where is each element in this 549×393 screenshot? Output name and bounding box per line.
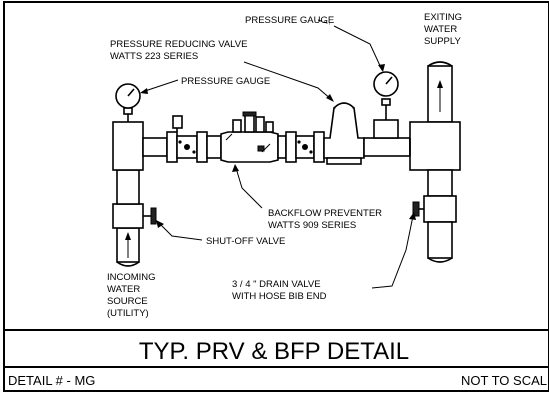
label-exiting-1: EXITING: [424, 12, 462, 23]
label-prv-1: PRESSURE REDUCING VALVE: [110, 39, 247, 50]
label-pressure-gauge-top: PRESSURE GAUGE: [245, 15, 334, 26]
label-drain-2: WITH HOSE BIB END: [232, 291, 327, 302]
label-exiting-2: WATER: [424, 24, 457, 35]
label-exiting-3: SUPPLY: [424, 36, 461, 47]
label-shutoff: SHUT-OFF VALVE: [206, 236, 285, 247]
drawing-border: [3, 1, 549, 392]
label-bfp-2: WATTS 909 SERIES: [268, 220, 356, 231]
exiting-pipe-assembly: [409, 61, 461, 263]
detail-number: DETAIL # - MG: [8, 373, 95, 388]
label-incoming-1: INCOMING: [107, 272, 156, 283]
detail-title: TYP. PRV & BFP DETAIL: [139, 338, 409, 365]
label-incoming-3: SOURCE: [107, 296, 148, 307]
incoming-pipe-assembly: [112, 83, 157, 267]
label-incoming-2: WATER: [107, 284, 140, 295]
label-incoming-4: (UTILITY): [107, 308, 149, 319]
horizontal-run: [142, 71, 411, 165]
label-pressure-gauge-left: PRESSURE GAUGE: [181, 76, 270, 87]
leader-lines: [140, 19, 416, 289]
scale-note: NOT TO SCAL: [461, 373, 547, 388]
annotation-labels: PRESSURE GAUGE EXITING WATER SUPPLY PRES…: [107, 12, 462, 319]
label-drain-1: 3 / 4 " DRAIN VALVE: [232, 279, 321, 290]
label-prv-2: WATTS 223 SERIES: [110, 51, 198, 62]
label-bfp-1: BACKFLOW PREVENTER: [268, 208, 382, 219]
